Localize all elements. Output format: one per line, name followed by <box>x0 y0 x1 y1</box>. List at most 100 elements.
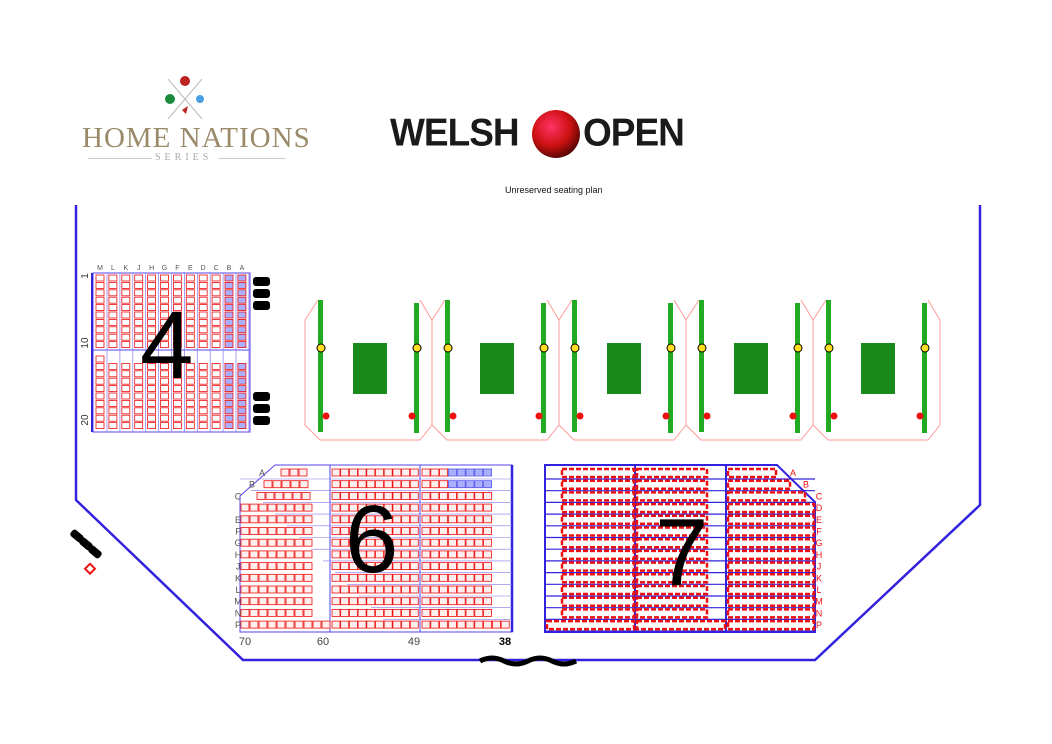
seat[interactable] <box>224 274 234 282</box>
seat[interactable] <box>375 527 384 535</box>
seat[interactable] <box>95 385 105 393</box>
seat[interactable] <box>366 609 376 617</box>
seat[interactable] <box>211 296 221 304</box>
seat[interactable] <box>276 527 286 535</box>
seat[interactable] <box>340 527 350 535</box>
seat[interactable] <box>375 620 384 629</box>
seat[interactable] <box>95 318 105 326</box>
seat[interactable] <box>224 281 234 289</box>
seat[interactable] <box>465 538 475 547</box>
seat[interactable] <box>483 538 493 547</box>
seat[interactable] <box>224 296 234 304</box>
seat[interactable] <box>290 480 300 489</box>
seat[interactable] <box>383 620 393 629</box>
seat[interactable] <box>401 480 411 489</box>
seat[interactable] <box>285 585 295 594</box>
seat[interactable] <box>409 620 419 629</box>
seat[interactable] <box>147 296 157 304</box>
seat[interactable] <box>357 585 367 594</box>
seat[interactable] <box>421 573 431 582</box>
seat[interactable] <box>421 503 431 512</box>
seat[interactable] <box>160 392 169 400</box>
seat[interactable] <box>366 480 376 489</box>
seat[interactable] <box>95 289 105 297</box>
seat[interactable] <box>147 399 157 407</box>
seat[interactable] <box>392 480 402 489</box>
seat[interactable] <box>383 562 393 570</box>
seat[interactable] <box>237 414 247 422</box>
seat[interactable] <box>483 550 493 559</box>
seat[interactable] <box>134 326 144 334</box>
seat[interactable] <box>331 585 341 594</box>
seat[interactable] <box>474 585 484 594</box>
seat[interactable] <box>401 597 411 606</box>
seat[interactable] <box>258 550 268 559</box>
seat[interactable] <box>121 311 131 319</box>
seat[interactable] <box>366 573 376 582</box>
seat[interactable] <box>108 377 118 385</box>
seat[interactable] <box>439 609 449 617</box>
seat[interactable] <box>375 515 384 524</box>
seat[interactable] <box>465 527 475 535</box>
seat[interactable] <box>224 370 234 378</box>
seat[interactable] <box>258 609 268 617</box>
seat[interactable] <box>357 573 367 582</box>
seat[interactable] <box>121 385 131 393</box>
seat[interactable] <box>185 289 195 297</box>
seat[interactable] <box>108 326 118 334</box>
seat[interactable] <box>340 609 350 617</box>
seat[interactable] <box>249 515 259 524</box>
seat[interactable] <box>198 370 208 378</box>
seat[interactable] <box>224 289 234 297</box>
seat[interactable] <box>172 341 182 349</box>
seat[interactable] <box>249 527 259 535</box>
seat[interactable] <box>237 274 247 282</box>
seat[interactable] <box>456 538 466 547</box>
seat[interactable] <box>483 620 493 629</box>
seat[interactable] <box>303 597 313 606</box>
seat[interactable] <box>134 274 144 282</box>
seat[interactable] <box>147 326 157 334</box>
seat[interactable] <box>465 597 475 606</box>
seat[interactable] <box>439 550 449 559</box>
seat-row[interactable] <box>560 573 636 584</box>
seat[interactable] <box>276 573 286 582</box>
seat[interactable] <box>483 515 493 524</box>
seat[interactable] <box>348 503 358 512</box>
seat[interactable] <box>198 289 208 297</box>
seat[interactable] <box>447 515 457 524</box>
seat[interactable] <box>224 362 234 370</box>
seat[interactable] <box>95 274 105 282</box>
seat[interactable] <box>185 385 195 393</box>
seat[interactable] <box>456 550 466 559</box>
seat[interactable] <box>375 550 384 559</box>
seat[interactable] <box>198 326 208 334</box>
seat[interactable] <box>340 597 350 606</box>
seat[interactable] <box>340 491 350 500</box>
seat[interactable] <box>134 362 144 370</box>
seat[interactable] <box>357 527 367 535</box>
seat[interactable] <box>121 326 131 334</box>
seat[interactable] <box>474 550 484 559</box>
seat[interactable] <box>401 538 411 547</box>
seat[interactable] <box>240 515 250 524</box>
seat[interactable] <box>401 515 411 524</box>
seat[interactable] <box>456 573 466 582</box>
seat[interactable] <box>474 562 484 570</box>
seat[interactable] <box>95 407 105 415</box>
seat-row[interactable] <box>560 537 636 549</box>
seat[interactable] <box>303 538 313 547</box>
seat[interactable] <box>237 399 247 407</box>
seat[interactable] <box>172 311 182 319</box>
seat[interactable] <box>172 392 182 400</box>
seat[interactable] <box>211 311 221 319</box>
seat[interactable] <box>108 407 118 415</box>
seat[interactable] <box>421 609 431 617</box>
seat[interactable] <box>224 414 234 422</box>
seat[interactable] <box>211 333 221 341</box>
seat[interactable] <box>198 377 208 385</box>
seat[interactable] <box>383 609 393 617</box>
seat[interactable] <box>348 550 358 559</box>
seat[interactable] <box>483 585 493 594</box>
seat[interactable] <box>447 527 457 535</box>
